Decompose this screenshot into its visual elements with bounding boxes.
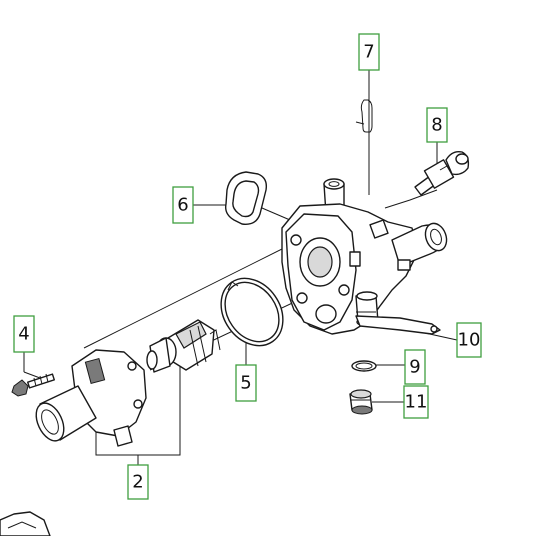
callout-7: 7 xyxy=(358,33,380,71)
callout-9: 9 xyxy=(404,349,426,385)
part-9-o-ring xyxy=(351,360,377,372)
part-6-outlet-gasket xyxy=(224,171,268,225)
part-partial-bottom-left xyxy=(0,511,51,536)
part-10-bracket xyxy=(355,315,441,335)
part-4-bolt xyxy=(11,373,55,397)
callout-8-label: 8 xyxy=(431,115,442,136)
callout-11: 11 xyxy=(403,385,429,419)
part-thermostat-housing xyxy=(281,178,448,335)
callout-10-label: 10 xyxy=(458,330,481,351)
part-8-temperature-sensor xyxy=(414,150,470,196)
part-thermostat-element xyxy=(146,319,221,373)
callout-5: 5 xyxy=(235,364,257,402)
callout-10: 10 xyxy=(456,322,482,358)
callout-2: 2 xyxy=(127,464,149,500)
callout-5-label: 5 xyxy=(240,373,251,394)
callout-7-label: 7 xyxy=(363,42,374,63)
callout-4: 4 xyxy=(13,315,35,353)
part-thermostat-cover xyxy=(35,349,147,447)
callout-2-label: 2 xyxy=(132,472,143,493)
callout-9-label: 9 xyxy=(409,357,420,378)
callout-8: 8 xyxy=(426,107,448,143)
callout-6: 6 xyxy=(172,186,194,224)
part-11-plug xyxy=(349,389,373,415)
callout-4-label: 4 xyxy=(18,324,29,345)
callout-6-label: 6 xyxy=(177,195,188,216)
part-5-housing-seal xyxy=(220,277,284,347)
part-7-clip xyxy=(355,99,373,133)
callout-11-label: 11 xyxy=(405,392,428,413)
